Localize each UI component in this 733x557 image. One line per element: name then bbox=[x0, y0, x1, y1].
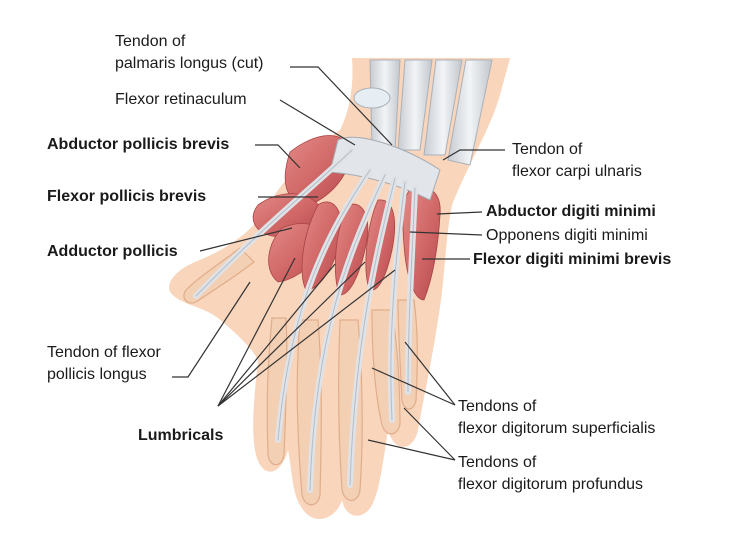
label-text: Tendon of bbox=[512, 141, 583, 158]
label-text: Tendons of bbox=[458, 398, 537, 415]
label-text: Tendon of bbox=[115, 33, 186, 50]
leader-palmaris bbox=[290, 66, 393, 146]
forearm-tendons bbox=[353, 59, 493, 166]
label-flexor-digiti-minimi-brevis: Flexor digiti minimi brevis bbox=[473, 251, 672, 268]
label-text: pollicis longus bbox=[47, 366, 147, 383]
leader-fds-2 bbox=[404, 341, 456, 406]
label-text: flexor digitorum profundus bbox=[458, 476, 643, 493]
leader-adductor-pollicis bbox=[199, 227, 293, 252]
leader-opponens-digiti-minimi bbox=[409, 231, 483, 236]
label-abductor-pollicis-brevis: Abductor pollicis brevis bbox=[47, 136, 230, 153]
label-tendons-fdp: Tendons of flexor digitorum profundus bbox=[458, 452, 643, 496]
label-adductor-pollicis: Adductor pollicis bbox=[47, 243, 178, 260]
flexor-retinaculum-band bbox=[329, 136, 441, 201]
leader-lumbricals-3 bbox=[217, 261, 366, 407]
label-tendon-flexor-pollicis-longus: Tendon of flexor pollicis longus bbox=[47, 342, 161, 386]
label-lumbricals: Lumbricals bbox=[138, 427, 224, 444]
label-tendon-flexor-carpi-ulnaris: Tendon of flexor carpi ulnaris bbox=[512, 139, 642, 183]
leader-fds-1 bbox=[371, 367, 456, 406]
label-text: Tendons of bbox=[458, 454, 537, 471]
leader-lumbricals-4 bbox=[217, 269, 396, 407]
leader-abductor-pollicis-brevis bbox=[255, 144, 301, 169]
label-text: Tendon of flexor bbox=[47, 344, 161, 361]
leader-flexor-retinaculum bbox=[279, 99, 356, 146]
label-opponens-digiti-minimi: Opponens digiti minimi bbox=[486, 227, 648, 244]
leader-fdp-2 bbox=[403, 407, 456, 461]
leader-lumbricals-2 bbox=[217, 263, 336, 407]
leader-fdp-1 bbox=[367, 439, 456, 461]
label-text: flexor digitorum superficialis bbox=[458, 420, 656, 437]
label-abductor-digiti-minimi: Abductor digiti minimi bbox=[486, 203, 656, 220]
label-tendon-palmaris-longus: Tendon of palmaris longus (cut) bbox=[115, 31, 264, 75]
leader-fpl bbox=[172, 281, 251, 378]
label-tendons-fds: Tendons of flexor digitorum superficiali… bbox=[458, 396, 655, 440]
leader-lumbricals-1 bbox=[217, 257, 296, 407]
leader-lines bbox=[172, 66, 505, 461]
label-flexor-pollicis-brevis: Flexor pollicis brevis bbox=[47, 188, 207, 205]
label-text: palmaris longus (cut) bbox=[115, 55, 264, 72]
leader-fcu bbox=[442, 149, 505, 161]
leader-abductor-digiti-minimi bbox=[436, 211, 483, 215]
label-flexor-retinaculum: Flexor retinaculum bbox=[115, 91, 247, 108]
digital-tendons-outline bbox=[195, 149, 416, 491]
label-text: flexor carpi ulnaris bbox=[512, 163, 642, 180]
